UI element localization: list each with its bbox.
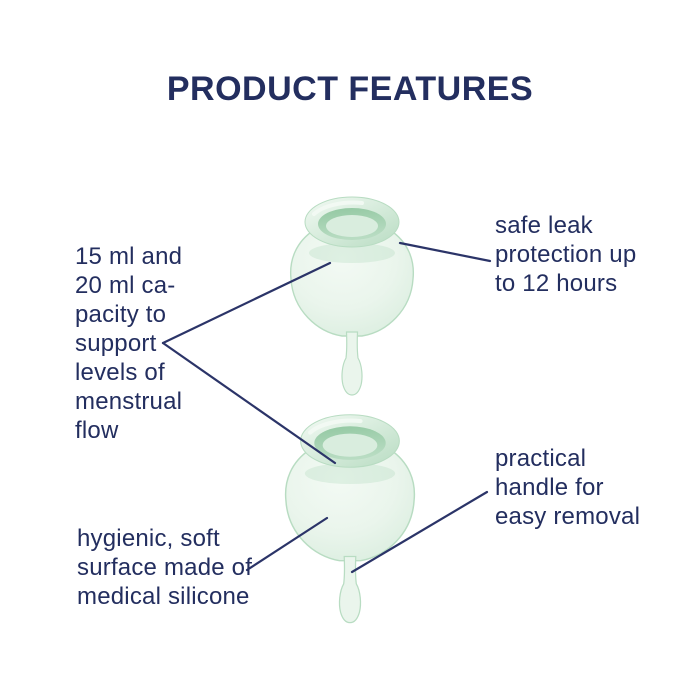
page-title: PRODUCT FEATURES	[166, 70, 534, 108]
callout-line-surface	[245, 516, 329, 572]
callout-line-handle	[350, 490, 489, 574]
annotation-capacity: 15 ml and 20 ml ca- pacity to support le…	[75, 243, 183, 444]
annotation-hygienic-surface: hygienic, soft surface made of medical s…	[77, 525, 253, 610]
menstrual-cup-bottom	[286, 415, 415, 623]
annotation-practical-handle: practical handle for easy removal	[495, 445, 641, 530]
callout-line-capacity-bottom-cup	[161, 341, 337, 465]
menstrual-cup-top	[288, 195, 416, 397]
callout-line-capacity-top-cup	[161, 261, 332, 345]
annotation-leak-protection: safe leak protection up to 12 hours	[495, 212, 637, 297]
callout-line-leak-protection	[398, 241, 492, 263]
